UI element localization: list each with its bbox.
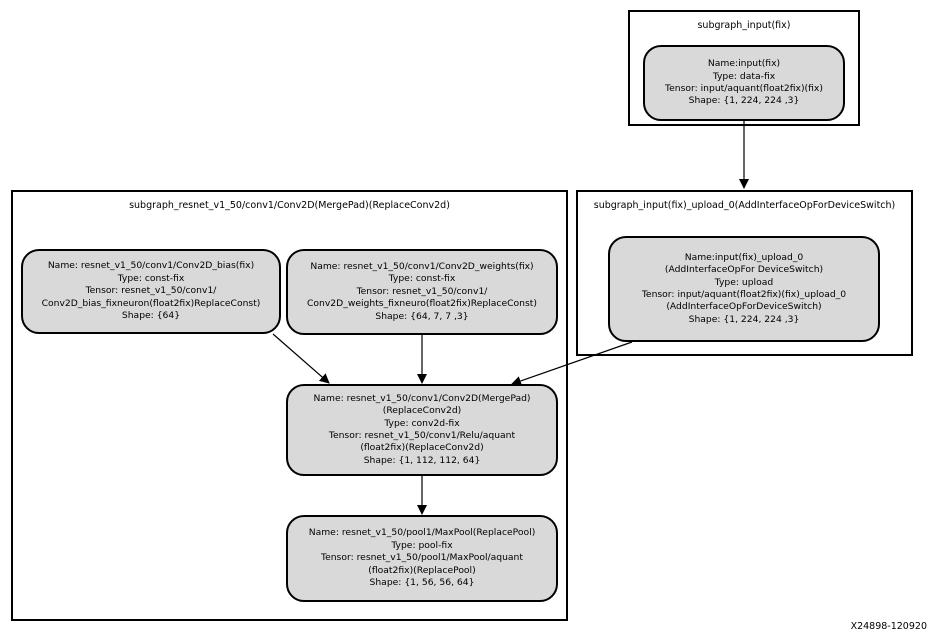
node-weights: Name: resnet_v1_50/conv1/Conv2D_weights(… xyxy=(286,249,558,335)
node-conv: Name: resnet_v1_50/conv1/Conv2D(MergePad… xyxy=(286,384,558,476)
node-bias-text: Name: resnet_v1_50/conv1/Conv2D_bias(fix… xyxy=(41,260,261,322)
cluster-upload-title: subgraph_input(fix)_upload_0(AddInterfac… xyxy=(593,200,896,211)
figure-id-label: X24898-120920 xyxy=(850,621,927,632)
node-pool-text: Name: resnet_v1_50/pool1/MaxPool(Replace… xyxy=(308,527,536,589)
node-conv-text: Name: resnet_v1_50/conv1/Conv2D(MergePad… xyxy=(313,392,531,466)
node-weights-text: Name: resnet_v1_50/conv1/Conv2D_weights(… xyxy=(307,260,537,322)
node-pool: Name: resnet_v1_50/pool1/MaxPool(Replace… xyxy=(286,515,558,602)
node-upload: Name:input(fix)_upload_0 (AddInterfaceOp… xyxy=(608,236,880,342)
node-input-fix-text: Name:input(fix) Type: data-fix Tensor: i… xyxy=(665,58,823,107)
cluster-conv-title: subgraph_resnet_v1_50/conv1/Conv2D(Merge… xyxy=(129,200,450,211)
node-input-fix: Name:input(fix) Type: data-fix Tensor: i… xyxy=(643,45,845,121)
node-bias: Name: resnet_v1_50/conv1/Conv2D_bias(fix… xyxy=(21,249,281,334)
cluster-input-title: subgraph_input(fix) xyxy=(697,20,791,31)
node-upload-text: Name:input(fix)_upload_0 (AddInterfaceOp… xyxy=(641,251,847,325)
